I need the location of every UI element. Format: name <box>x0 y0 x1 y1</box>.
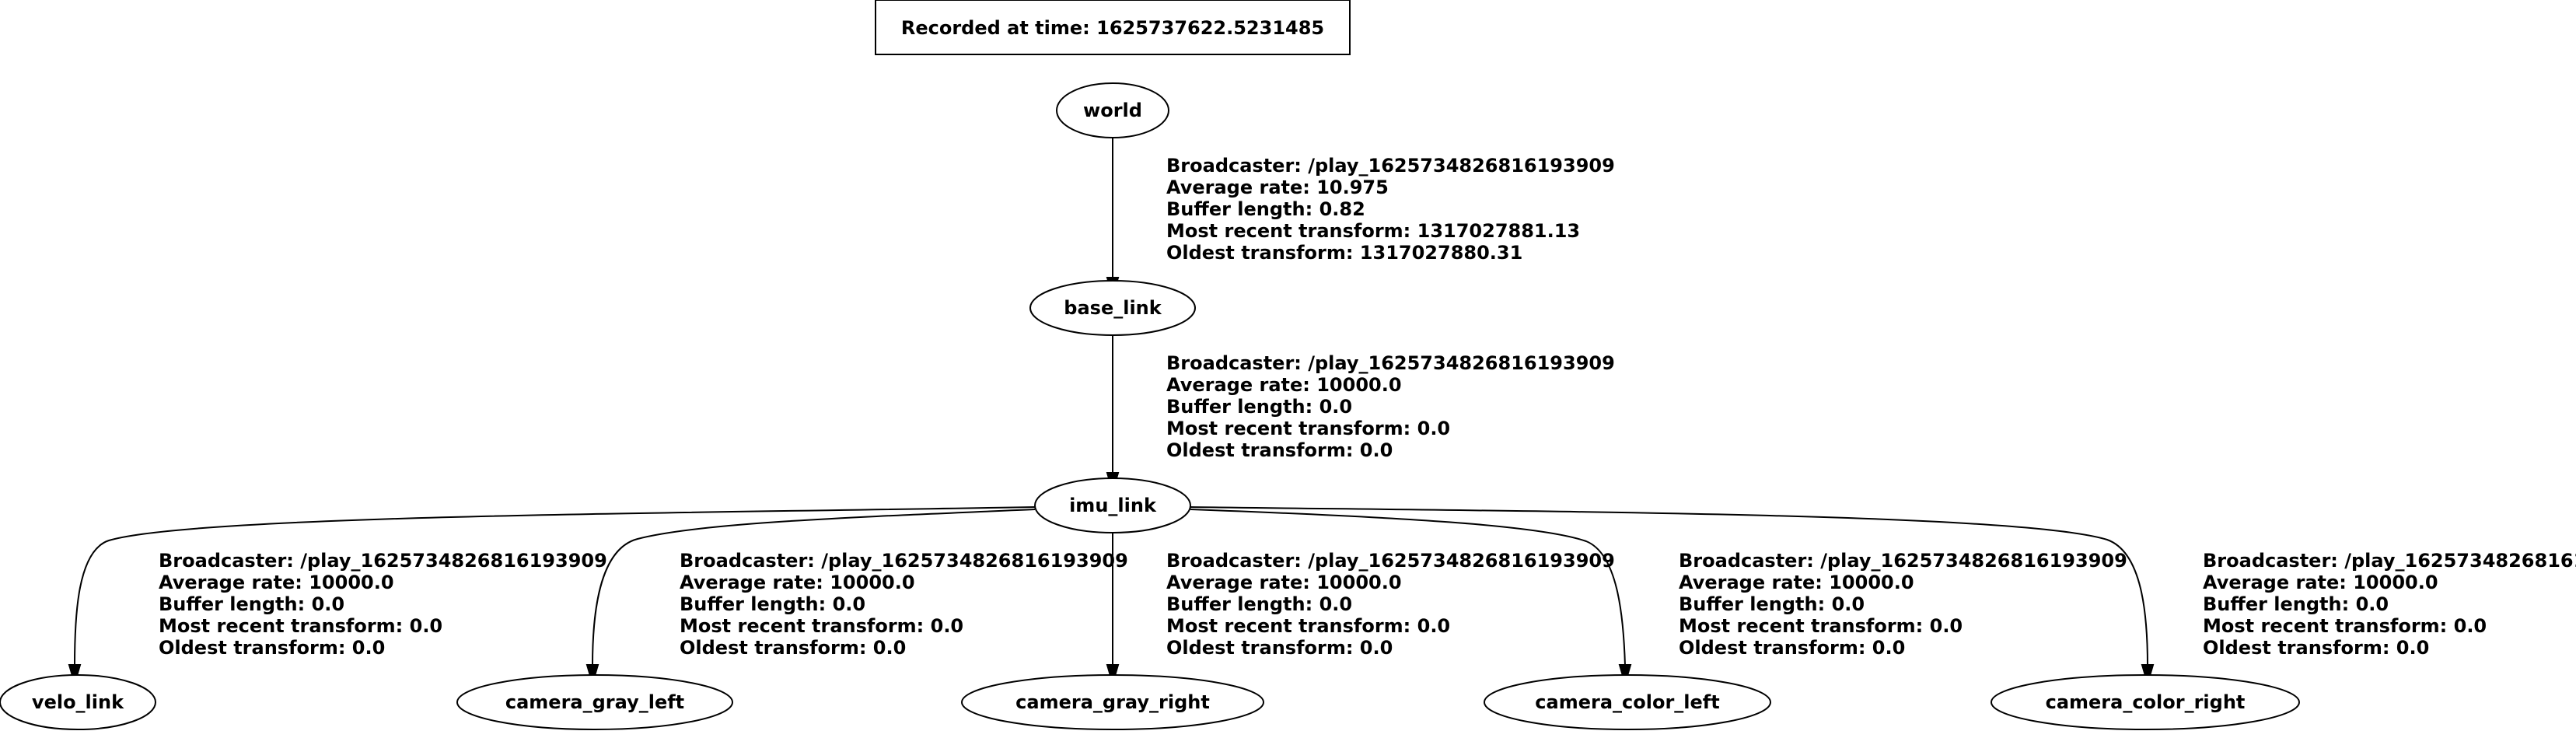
edge-label-line: Oldest transform: 0.0 <box>1679 637 1905 659</box>
edge-label-line: Most recent transform: 0.0 <box>1679 615 1963 637</box>
node-base-link[interactable]: base_link <box>1029 280 1196 336</box>
recorded-time-box: Recorded at time: 1625737622.5231485 <box>875 0 1351 55</box>
recorded-time-text: Recorded at time: 1625737622.5231485 <box>901 17 1324 39</box>
edge-label-line: Most recent transform: 1317027881.13 <box>1166 220 1580 242</box>
node-label: camera_gray_left <box>505 691 684 713</box>
edge-label-line: Oldest transform: 1317027880.31 <box>1166 242 1522 264</box>
node-label: velo_link <box>32 691 124 713</box>
node-label: camera_color_left <box>1535 691 1719 713</box>
edge-label-line: Broadcaster: /play_1625734826816193909 <box>1166 352 1615 374</box>
edge-label-imu-velo: Broadcaster: /play_1625734826816193909 A… <box>159 550 613 659</box>
edge-label-line: Broadcaster: /play_1625734826816193909 <box>680 550 1128 572</box>
node-ellipse <box>1991 674 2300 730</box>
edge-label-line: Buffer length: 0.0 <box>2203 593 2389 615</box>
edge-label-line: Broadcaster: /play_1625734826816193909 <box>1166 155 1615 177</box>
edge-label-line: Average rate: 10000.0 <box>2203 572 2438 593</box>
node-imu-link[interactable]: imu_link <box>1034 477 1191 533</box>
edge-imu-link-to-camera-gray-left <box>585 509 1036 687</box>
edge-label-line: Broadcaster: /play_1625734826816193909 <box>159 550 607 572</box>
edge-label-line: Average rate: 10.975 <box>1166 177 1389 198</box>
edge-label-line: Oldest transform: 0.0 <box>1166 439 1393 461</box>
edge-label-line: Average rate: 10000.0 <box>680 572 915 593</box>
arrow-head-icon <box>68 664 82 687</box>
edge-line <box>1190 506 2148 666</box>
recorded-time-frame <box>875 0 1351 55</box>
edge-world-to-base-link <box>1106 138 1120 299</box>
arrow-head-icon <box>1618 664 1632 687</box>
node-world[interactable]: world <box>1056 82 1169 138</box>
edge-label-line: Average rate: 10000.0 <box>1679 572 1914 593</box>
edge-label-line: Oldest transform: 0.0 <box>680 637 906 659</box>
edge-label-line: Most recent transform: 0.0 <box>159 615 442 637</box>
edge-label-line: Oldest transform: 0.0 <box>1166 637 1393 659</box>
node-camera-gray-left[interactable]: camera_gray_left <box>456 674 733 730</box>
node-ellipse <box>1056 82 1169 138</box>
edge-line <box>1190 509 1626 666</box>
node-camera-color-right[interactable]: camera_color_right <box>1991 674 2300 730</box>
edge-label-line: Buffer length: 0.82 <box>1166 198 1365 220</box>
node-velo-link[interactable]: velo_link <box>0 674 156 730</box>
edge-label-line: Average rate: 10000.0 <box>1166 374 1402 396</box>
node-ellipse <box>1029 280 1196 336</box>
node-label: camera_color_right <box>2046 691 2246 713</box>
node-ellipse <box>456 674 733 730</box>
edge-label-line: Oldest transform: 0.0 <box>159 637 385 659</box>
edge-imu-link-to-camera-color-right <box>1190 506 2155 687</box>
arrow-head-icon <box>585 664 599 687</box>
node-ellipse <box>961 674 1264 730</box>
node-label: imu_link <box>1069 495 1157 516</box>
edge-label-line: Broadcaster: /play_1625734826816193909 <box>1679 550 2127 572</box>
node-label: camera_gray_right <box>1015 691 1210 713</box>
arrow-head-icon <box>2141 664 2155 687</box>
edge-label-world-base: Broadcaster: /play_1625734826816193909 A… <box>1166 155 1621 264</box>
edge-imu-link-to-camera-color-left <box>1190 509 1632 687</box>
edge-label-line: Broadcaster: /play_1625734826816193909 <box>1166 550 1615 572</box>
edge-label-imu-gray-left: Broadcaster: /play_1625734826816193909 A… <box>680 550 1134 659</box>
node-camera-gray-right[interactable]: camera_gray_right <box>961 674 1264 730</box>
node-ellipse <box>0 674 156 730</box>
edge-label-line: Average rate: 10000.0 <box>159 572 394 593</box>
node-ellipse <box>1034 477 1191 533</box>
node-label: base_link <box>1064 297 1162 319</box>
edge-label-imu-gray-right: Broadcaster: /play_1625734826816193909 A… <box>1166 550 1621 659</box>
edge-label-base-imu: Broadcaster: /play_1625734826816193909 A… <box>1166 352 1621 461</box>
edge-imu-link-to-velo-link <box>68 506 1036 687</box>
edge-label-line: Most recent transform: 0.0 <box>1166 615 1450 637</box>
edge-line <box>74 506 1036 666</box>
edge-label-line: Most recent transform: 0.0 <box>1166 418 1450 439</box>
edge-label-line: Buffer length: 0.0 <box>1679 593 1865 615</box>
edge-label-imu-color-right: Broadcaster: /play_1625734826816193909 A… <box>2203 550 2576 659</box>
edge-label-line: Most recent transform: 0.0 <box>680 615 963 637</box>
edge-label-line: Buffer length: 0.0 <box>159 593 344 615</box>
node-camera-color-left[interactable]: camera_color_left <box>1484 674 1771 730</box>
node-label: world <box>1083 100 1142 121</box>
edge-label-line: Oldest transform: 0.0 <box>2203 637 2429 659</box>
edge-base-link-to-imu-link <box>1106 335 1120 495</box>
edge-label-line: Most recent transform: 0.0 <box>2203 615 2487 637</box>
edge-line <box>592 509 1036 666</box>
edge-label-line: Broadcaster: /play_1625734826816193909 <box>2203 550 2576 572</box>
edge-label-line: Buffer length: 0.0 <box>680 593 865 615</box>
edge-label-line: Average rate: 10000.0 <box>1166 572 1402 593</box>
edge-label-imu-color-left: Broadcaster: /play_1625734826816193909 A… <box>1679 550 2134 659</box>
edge-label-line: Buffer length: 0.0 <box>1166 396 1352 418</box>
node-ellipse <box>1484 674 1771 730</box>
edge-label-line: Buffer length: 0.0 <box>1166 593 1352 615</box>
